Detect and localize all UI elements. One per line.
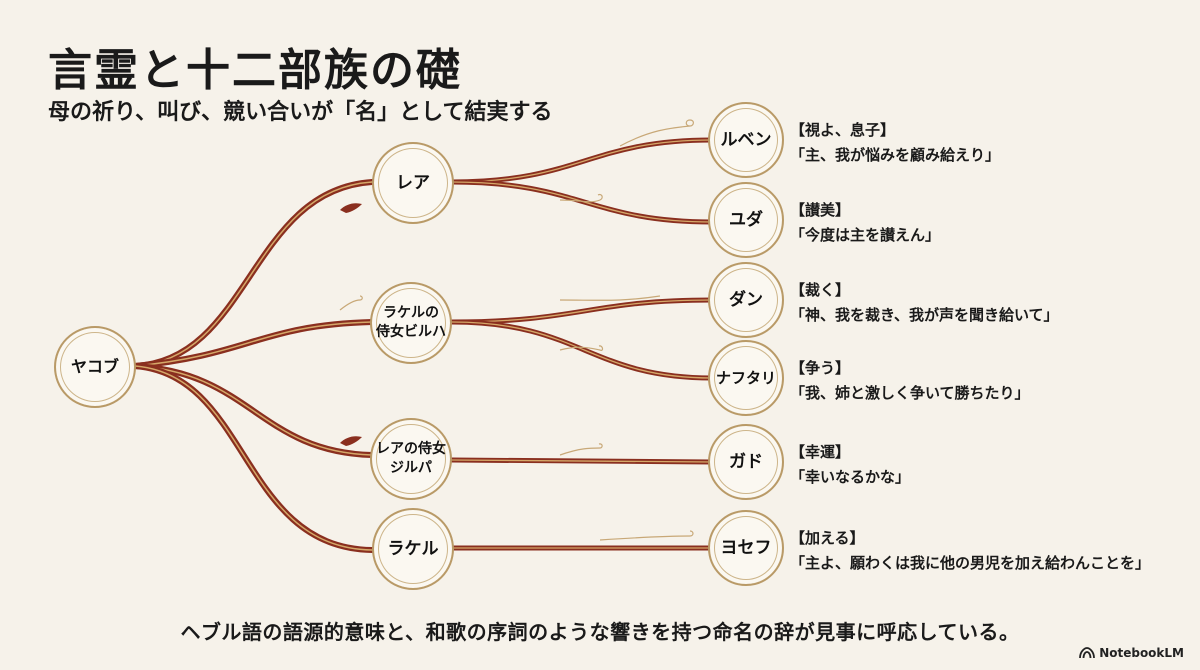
- footer-caption: ヘブル語の語源的意味と、和歌の序詞のような響きを持つ命名の辞が見事に呼応している…: [180, 620, 1020, 644]
- mother-label-line1: レアの侍女: [376, 441, 446, 458]
- mother-label-line2: ジルパ: [390, 460, 432, 476]
- son-node-gad: ガド: [708, 424, 784, 500]
- meaning-quote: 「主、我が悩みを顧み給えり」: [790, 146, 1001, 164]
- tendril-decorations: [339, 119, 694, 541]
- meaning-quote: 「我、姉と激しく争いて勝ちたり」: [790, 384, 1030, 402]
- son-meaning-naphtali: 【争う】 「我、姉と激しく争いて勝ちたり」: [790, 356, 1030, 406]
- mother-label: レア: [396, 172, 430, 193]
- mother-node-zilpah: レアの侍女 ジルパ: [370, 418, 452, 500]
- son-meaning-gad: 【幸運】 「幸いなるかな」: [790, 440, 910, 490]
- mother-node-rachel: ラケル: [372, 508, 454, 590]
- brand-label: NotebookLM: [1099, 646, 1184, 660]
- mother-node-leah: レア: [372, 142, 454, 224]
- mother-label-line2: 侍女ビルハ: [376, 324, 446, 340]
- meaning-quote: 「主よ、願わくは我に他の男児を加え給わんことを」: [790, 554, 1151, 572]
- page-title: 言霊と十二部族の礎: [48, 45, 462, 96]
- meaning-quote: 「幸いなるかな」: [790, 468, 911, 486]
- son-label: ユダ: [729, 209, 763, 230]
- son-label: ルベン: [720, 129, 772, 150]
- meaning-heading: 【讃美】: [790, 201, 851, 219]
- mother-node-bilhah: ラケルの 侍女ビルハ: [370, 282, 452, 364]
- son-label: ナフタリ: [715, 368, 776, 387]
- meaning-heading: 【争う】: [790, 359, 851, 377]
- meaning-quote: 「今度は主を讃えん」: [790, 226, 941, 244]
- leaf-decorations: [340, 203, 362, 446]
- mother-label-line1: ラケルの: [383, 305, 439, 322]
- notebooklm-logo-icon: [1079, 647, 1096, 659]
- son-node-reuben: ルベン: [708, 102, 784, 178]
- mother-label: ラケル: [387, 538, 439, 559]
- root-node-jacob: ヤコブ: [54, 326, 136, 408]
- son-label: ガド: [729, 451, 763, 472]
- son-label: ヨセフ: [720, 537, 772, 558]
- meaning-heading: 【加える】: [790, 529, 865, 547]
- meaning-heading: 【幸運】: [790, 443, 851, 461]
- son-node-judah: ユダ: [708, 182, 784, 258]
- meaning-quote: 「神、我を裁き、我が声を聞き給いて」: [790, 306, 1059, 324]
- son-node-dan: ダン: [708, 262, 784, 338]
- brand-badge: NotebookLM: [1079, 646, 1184, 660]
- root-label: ヤコブ: [70, 357, 119, 377]
- son-label: ダン: [729, 289, 763, 310]
- son-node-joseph: ヨセフ: [708, 510, 784, 586]
- meaning-heading: 【視よ、息子】: [790, 121, 896, 139]
- root-branches: [132, 179, 375, 553]
- son-meaning-joseph: 【加える】 「主よ、願わくは我に他の男児を加え給わんことを」: [790, 526, 1150, 576]
- page-subtitle: 母の祈り、叫び、競い合いが「名」として結実する: [48, 99, 553, 125]
- son-meaning-reuben: 【視よ、息子】 「主、我が悩みを顧み給えり」: [790, 118, 1000, 168]
- son-meaning-dan: 【裁く】 「神、我を裁き、我が声を聞き給いて」: [790, 278, 1059, 328]
- son-node-naphtali: ナフタリ: [708, 340, 784, 416]
- son-meaning-judah: 【讃美】 「今度は主を讃えん」: [790, 198, 940, 248]
- meaning-heading: 【裁く】: [790, 281, 851, 299]
